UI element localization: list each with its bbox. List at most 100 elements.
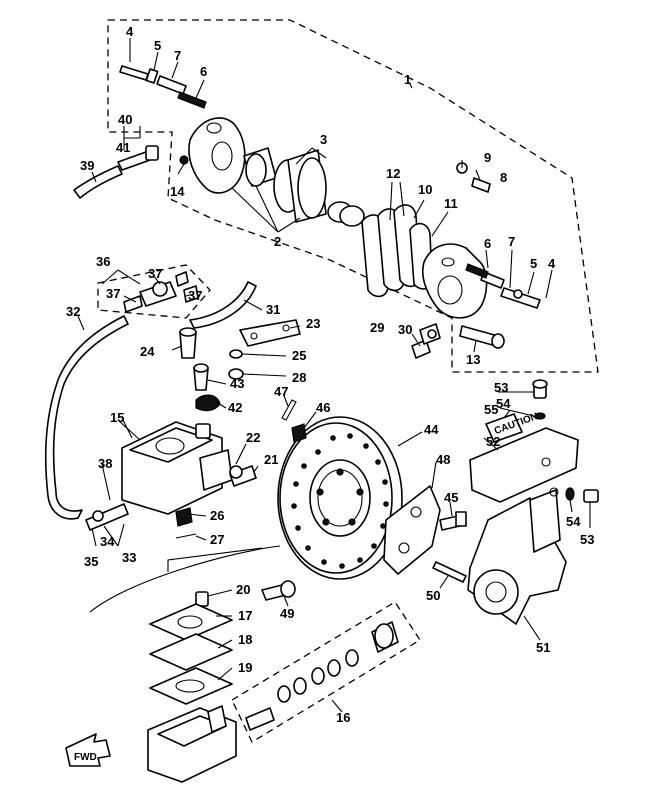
callout-14: 14 bbox=[170, 184, 185, 199]
pin-50[interactable] bbox=[432, 561, 467, 583]
callout-46: 46 bbox=[316, 400, 330, 415]
fwd-arrow: FWD bbox=[65, 733, 111, 767]
fitting-21-22[interactable] bbox=[229, 465, 257, 487]
tee-joint-group-outline bbox=[97, 264, 211, 319]
callout-5b: 5 bbox=[530, 256, 537, 271]
union-bolt-41[interactable] bbox=[117, 145, 189, 171]
callout-4b: 4 bbox=[548, 256, 556, 271]
callout-13: 13 bbox=[466, 352, 480, 367]
callout-23: 23 bbox=[306, 316, 320, 331]
callout-32: 32 bbox=[66, 304, 80, 319]
washer-54-top[interactable] bbox=[534, 412, 546, 420]
callout-47: 47 bbox=[274, 384, 288, 399]
callout-48: 48 bbox=[436, 452, 450, 467]
caliper-piston-set[interactable] bbox=[243, 147, 365, 227]
caliper-group-outline bbox=[107, 19, 599, 373]
callout-55: 55 bbox=[484, 402, 498, 417]
caliper-body-left[interactable] bbox=[188, 117, 246, 194]
caliper-bolt-right[interactable] bbox=[465, 263, 541, 309]
callout-labels: 1 2 3 4 4 5 5 6 6 7 7 8 9 10 11 12 13 14… bbox=[66, 24, 594, 725]
master-cylinder-section-outline bbox=[89, 545, 281, 613]
callout-40: 40 bbox=[118, 112, 132, 127]
callout-15: 15 bbox=[110, 410, 124, 425]
bolt-43[interactable] bbox=[193, 363, 209, 391]
leader-lines bbox=[77, 38, 591, 713]
callout-52: 52 bbox=[486, 434, 500, 449]
brake-pipe-31[interactable] bbox=[189, 281, 257, 329]
callout-36: 36 bbox=[96, 254, 110, 269]
washer-46[interactable] bbox=[291, 423, 307, 443]
callout-7b: 7 bbox=[508, 234, 515, 249]
callout-22: 22 bbox=[246, 430, 260, 445]
callout-42: 42 bbox=[228, 400, 242, 415]
reservoir-cap-17[interactable] bbox=[149, 603, 233, 641]
callout-2: 2 bbox=[274, 234, 281, 249]
gasket-19[interactable] bbox=[149, 667, 233, 705]
callout-37b: 37 bbox=[106, 286, 120, 301]
brake-disc[interactable] bbox=[277, 416, 403, 580]
callout-53b: 53 bbox=[580, 532, 594, 547]
callout-49: 49 bbox=[280, 606, 294, 621]
bolt-53-right[interactable] bbox=[583, 489, 599, 503]
piston-kit-16[interactable] bbox=[245, 621, 399, 731]
callout-6b: 6 bbox=[484, 236, 491, 251]
callout-26: 26 bbox=[210, 508, 224, 523]
callout-30: 30 bbox=[398, 322, 412, 337]
bolt-24[interactable] bbox=[179, 327, 197, 359]
callout-31: 31 bbox=[266, 302, 280, 317]
callout-37c: 37 bbox=[188, 288, 202, 303]
callout-37a: 37 bbox=[148, 266, 162, 281]
callout-21: 21 bbox=[264, 452, 278, 467]
master-cylinder-lower[interactable] bbox=[147, 705, 237, 783]
brake-hose-32[interactable] bbox=[44, 315, 129, 520]
bolt-45[interactable] bbox=[439, 511, 467, 531]
callout-7a: 7 bbox=[174, 48, 181, 63]
callout-54a: 54 bbox=[496, 396, 511, 411]
diaphragm-18[interactable] bbox=[149, 633, 233, 671]
callout-17: 17 bbox=[238, 608, 252, 623]
callout-10: 10 bbox=[418, 182, 432, 197]
master-cylinder-upper[interactable] bbox=[121, 421, 233, 515]
callout-44: 44 bbox=[424, 422, 439, 437]
callout-38: 38 bbox=[98, 456, 112, 471]
callout-34: 34 bbox=[100, 534, 115, 549]
washer-54-right[interactable] bbox=[565, 487, 575, 501]
bolt-53-top[interactable] bbox=[532, 379, 548, 399]
tee-joint[interactable] bbox=[123, 271, 199, 313]
callout-50: 50 bbox=[426, 588, 440, 603]
washer-25[interactable] bbox=[229, 349, 243, 359]
nut-26[interactable] bbox=[175, 507, 193, 527]
callout-18: 18 bbox=[238, 632, 252, 647]
callout-39: 39 bbox=[80, 158, 94, 173]
callout-8: 8 bbox=[500, 170, 507, 185]
callout-16: 16 bbox=[336, 710, 350, 725]
callout-45: 45 bbox=[444, 490, 458, 505]
svg-text:FWD: FWD bbox=[74, 752, 97, 763]
callout-33: 33 bbox=[122, 550, 136, 565]
cap-20[interactable] bbox=[195, 591, 209, 607]
reservoir-bracket-23[interactable] bbox=[239, 319, 301, 347]
callout-27: 27 bbox=[210, 532, 224, 547]
push-rod[interactable] bbox=[85, 503, 129, 531]
pin-27[interactable] bbox=[175, 533, 197, 539]
brake-pad-set[interactable] bbox=[361, 204, 433, 298]
callout-11: 11 bbox=[444, 196, 458, 211]
caliper-body-right[interactable] bbox=[421, 243, 488, 319]
callout-29: 29 bbox=[370, 320, 384, 335]
callout-28: 28 bbox=[292, 370, 306, 385]
piston-kit-group-outline bbox=[231, 601, 421, 743]
hose-39[interactable] bbox=[73, 165, 123, 199]
hose-fitting-29-30[interactable] bbox=[411, 323, 441, 359]
callout-3: 3 bbox=[320, 132, 327, 147]
callout-4a: 4 bbox=[126, 24, 134, 39]
support-52[interactable] bbox=[469, 427, 579, 553]
pad-plate-48[interactable] bbox=[383, 485, 441, 575]
callout-25: 25 bbox=[292, 348, 306, 363]
callout-35: 35 bbox=[84, 554, 98, 569]
caliper-bolt-left[interactable] bbox=[119, 65, 207, 109]
callout-6a: 6 bbox=[200, 64, 207, 79]
cotter-pin-47[interactable] bbox=[281, 399, 297, 421]
bolt-49[interactable] bbox=[261, 580, 296, 601]
mounting-bolt-13[interactable] bbox=[459, 325, 505, 349]
